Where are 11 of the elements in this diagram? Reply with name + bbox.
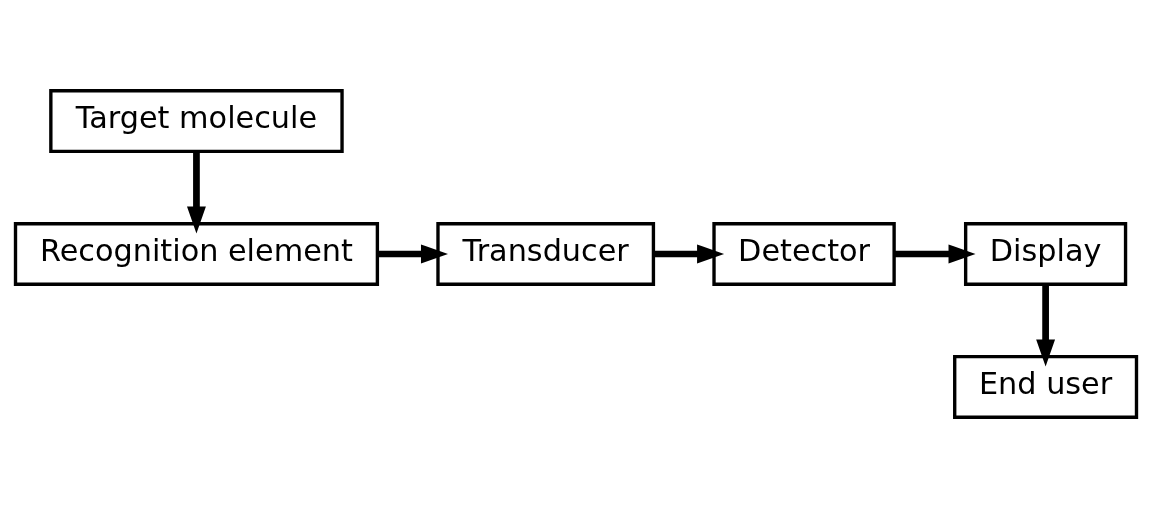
node-box: Detector xyxy=(712,222,896,286)
node-box: Display xyxy=(963,222,1128,286)
node-box: Recognition element xyxy=(13,222,380,286)
node-box: Target molecule xyxy=(49,89,344,153)
arrow xyxy=(654,244,725,264)
node-box: End user xyxy=(953,355,1139,419)
arrow xyxy=(894,244,976,264)
node-box: Transducer xyxy=(436,222,656,286)
arrow xyxy=(377,244,448,264)
arrow xyxy=(1036,284,1056,367)
arrow xyxy=(187,151,206,234)
